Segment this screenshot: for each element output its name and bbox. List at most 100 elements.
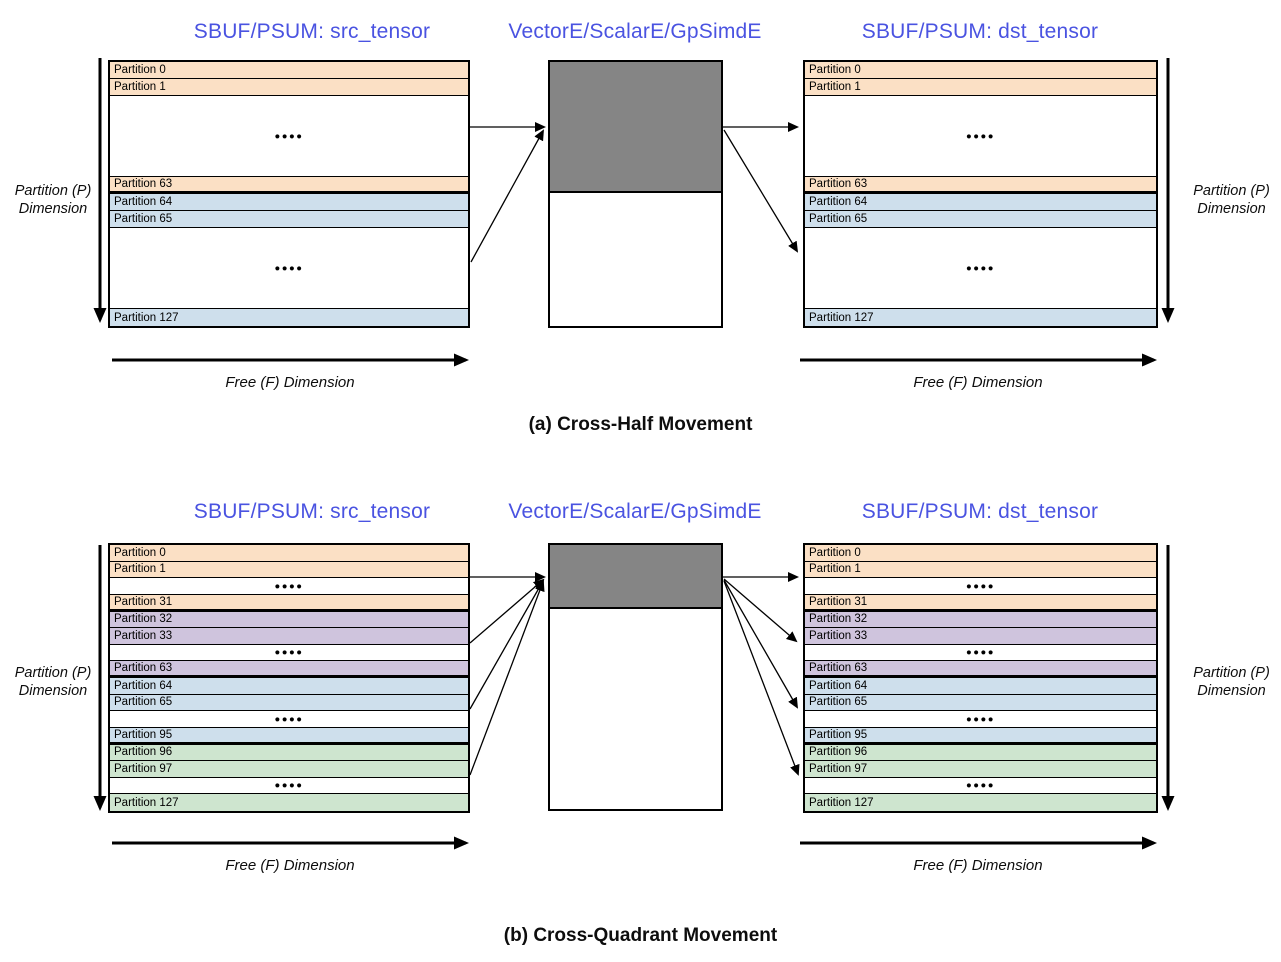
partition-row: Partition 127: [805, 794, 1156, 811]
partition-row: Partition 63: [110, 661, 468, 678]
flow-arrow: [469, 580, 545, 776]
partition-axis-line2: Dimension: [1197, 200, 1266, 217]
free-axis-label-right: Free (F) Dimension: [913, 857, 1043, 874]
partition-row: Partition 1: [805, 561, 1156, 579]
partition-label: Partition 97: [114, 762, 173, 775]
partition-label: Partition 63: [114, 178, 173, 190]
partition-row: Partition 95: [805, 727, 1156, 745]
ellipsis-dots-row: ●●●●: [110, 96, 468, 177]
partition-label: Partition 64: [809, 196, 868, 208]
engine-box: [548, 543, 723, 811]
free-axis-label-left: Free (F) Dimension: [225, 857, 355, 874]
ellipsis-dots-row: ●●●●: [805, 228, 1156, 309]
flow-arrow: [470, 129, 544, 263]
partition-row: Partition 95: [110, 727, 468, 745]
partition-label: Partition 31: [114, 595, 173, 608]
partition-row: Partition 1: [110, 561, 468, 579]
partition-label: Partition 32: [809, 613, 868, 626]
partition-label: Partition 1: [809, 563, 861, 576]
partition-axis-line2: Dimension: [18, 682, 88, 699]
partition-row: Partition 64: [805, 194, 1156, 211]
partition-label: Partition 0: [809, 546, 861, 559]
partition-row: Partition 64: [110, 194, 468, 211]
partition-label: Partition 65: [809, 213, 868, 225]
partition-axis-label-right: Partition (P) Dimension: [1184, 665, 1279, 700]
partition-row: Partition 63: [110, 177, 468, 194]
ellipsis-dots-row: ●●●●: [110, 578, 468, 595]
partition-row: Partition 64: [805, 678, 1156, 695]
partition-row: Partition 97: [110, 761, 468, 778]
diagram-a-caption: (a) Cross-Half Movement: [528, 414, 753, 435]
partition-row: Partition 1: [110, 79, 468, 96]
dst-tensor-title: SBUF/PSUM: dst_tensor: [861, 20, 1099, 43]
partition-label: Partition 0: [114, 546, 166, 559]
engine-active-region: [550, 545, 721, 609]
partition-row: Partition 31: [110, 594, 468, 612]
partition-axis-line2: Dimension: [18, 200, 88, 217]
flow-arrow: [723, 578, 798, 643]
partition-row: Partition 127: [110, 309, 468, 326]
flow-arrow: [723, 129, 799, 253]
partition-row: Partition 96: [805, 744, 1156, 762]
partition-axis-label-right: Partition (P) Dimension: [1184, 183, 1279, 218]
ellipsis-dots-row: ●●●●: [110, 228, 468, 309]
partition-label: Partition 1: [114, 563, 166, 576]
partition-row: Partition 31: [805, 594, 1156, 612]
flow-arrow: [723, 580, 800, 776]
partition-label: Partition 64: [114, 196, 173, 208]
partition-axis-line1: Partition (P): [1193, 183, 1270, 199]
partition-row: Partition 96: [110, 744, 468, 762]
partition-label: Partition 32: [114, 613, 173, 626]
partition-label: Partition 127: [809, 311, 874, 324]
partition-label: Partition 33: [114, 629, 173, 642]
ellipsis-dots-row: ●●●●: [805, 778, 1156, 795]
partition-label: Partition 63: [809, 662, 868, 675]
partition-row: Partition 65: [110, 694, 468, 712]
ellipsis-dots-row: ●●●●: [805, 96, 1156, 177]
partition-row: Partition 32: [110, 611, 468, 629]
partition-axis-line1: Partition (P): [14, 665, 92, 681]
partition-row: Partition 65: [110, 211, 468, 228]
partition-label: Partition 63: [809, 178, 868, 190]
partition-axis-line2: Dimension: [1197, 682, 1266, 699]
ellipsis-dots-row: ●●●●: [110, 778, 468, 795]
partition-row: Partition 0: [110, 545, 468, 562]
ellipsis-dots-row: ●●●●: [805, 578, 1156, 595]
ellipsis-dots-row: ●●●●: [805, 645, 1156, 662]
src-tensor-title: SBUF/PSUM: src_tensor: [193, 20, 431, 43]
partition-label: Partition 63: [114, 662, 173, 675]
partition-label: Partition 1: [114, 81, 166, 93]
flow-arrow: [723, 579, 798, 709]
partition-label: Partition 0: [809, 64, 861, 76]
partition-label: Partition 31: [809, 595, 868, 608]
partition-row: Partition 65: [805, 694, 1156, 712]
partition-row: Partition 33: [805, 628, 1156, 645]
partition-label: Partition 64: [114, 679, 173, 692]
partition-row: Partition 0: [805, 62, 1156, 79]
partition-row: Partition 127: [110, 794, 468, 811]
ellipsis-dots-row: ●●●●: [110, 645, 468, 662]
partition-row: Partition 32: [805, 611, 1156, 629]
engine-title: VectorE/ScalarE/GpSimdE: [508, 500, 762, 523]
partition-label: Partition 127: [114, 796, 179, 809]
partition-label: Partition 65: [114, 213, 173, 225]
ellipsis-dots-row: ●●●●: [805, 711, 1156, 728]
partition-row: Partition 63: [805, 661, 1156, 678]
partition-label: Partition 1: [809, 81, 861, 93]
dst-tensor-title: SBUF/PSUM: dst_tensor: [861, 500, 1099, 523]
engine-active-region: [550, 62, 721, 193]
partition-label: Partition 65: [809, 696, 868, 709]
partition-row: Partition 63: [805, 177, 1156, 194]
partition-label: Partition 96: [809, 746, 868, 759]
partition-label: Partition 127: [114, 311, 179, 324]
partition-label: Partition 95: [809, 728, 868, 741]
ellipsis-dots-row: ●●●●: [110, 711, 468, 728]
partition-row: Partition 97: [805, 761, 1156, 778]
partition-label: Partition 65: [114, 696, 173, 709]
partition-label: Partition 0: [114, 64, 166, 76]
partition-row: Partition 64: [110, 678, 468, 695]
